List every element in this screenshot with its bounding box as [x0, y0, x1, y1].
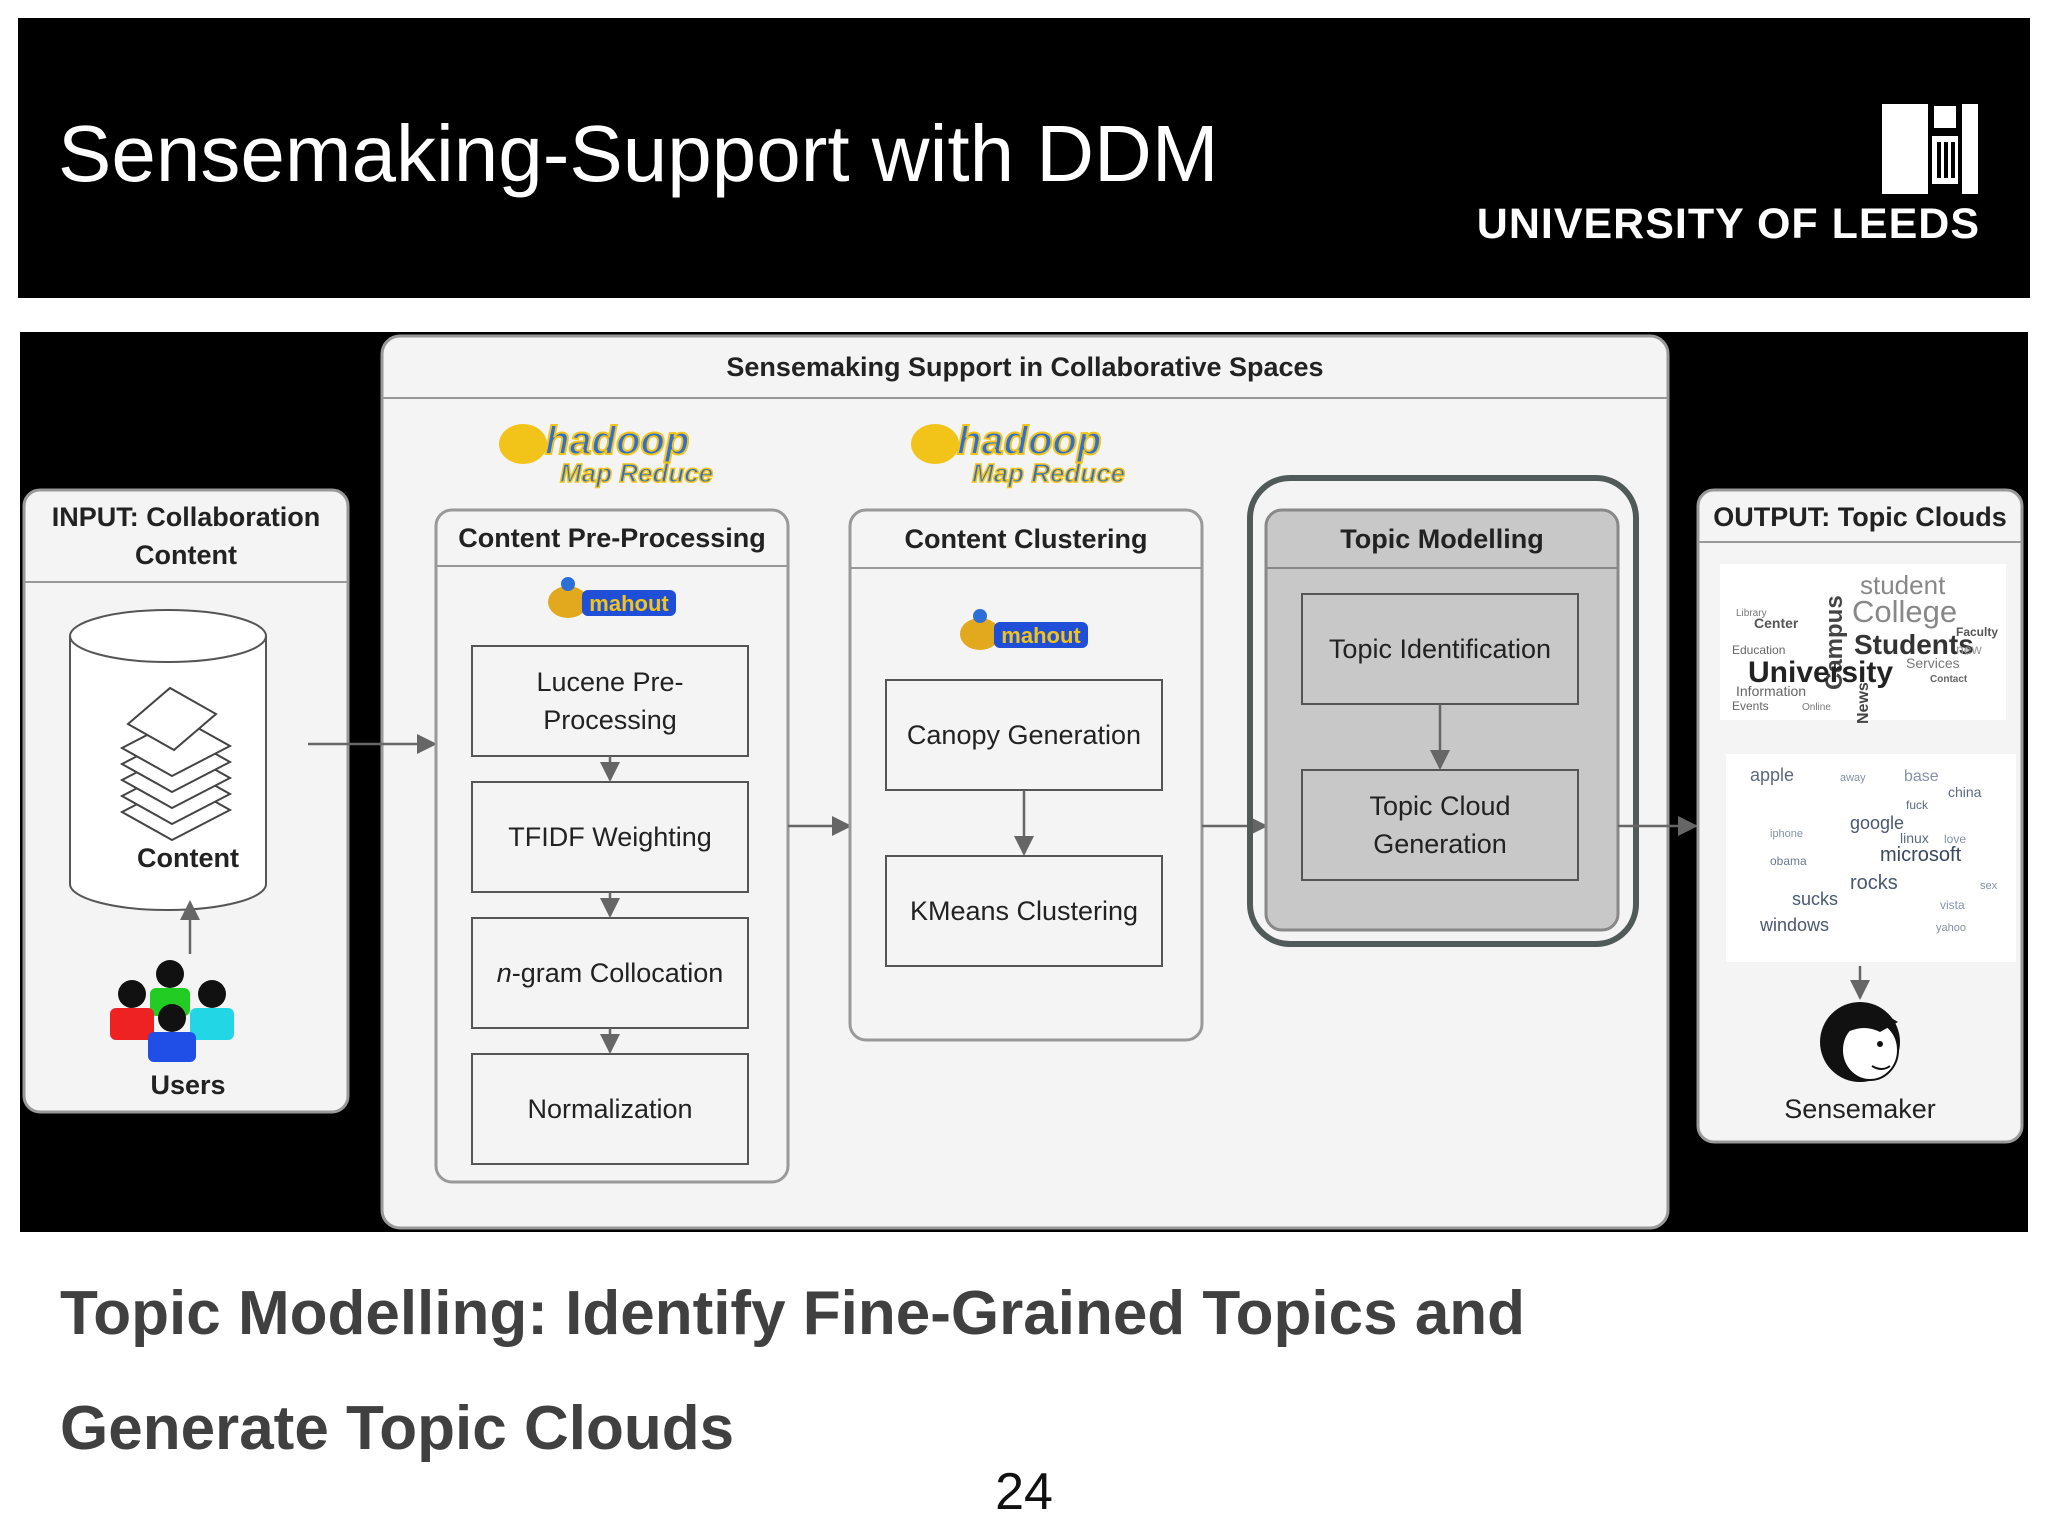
sensemaking-panel-title: Sensemaking Support in Collaborative Spa…	[726, 352, 1323, 382]
mahout-elephant-icon	[548, 586, 588, 618]
lucene-preprocessing-label-line2: Processing	[543, 705, 677, 735]
sensemaker-icon	[1820, 1002, 1900, 1082]
cloud-word: obama	[1770, 854, 1807, 868]
tfidf-weighting-label: TFIDF Weighting	[508, 822, 712, 852]
hadoop-elephant-icon	[499, 424, 547, 464]
topic-modelling-panel-title: Topic Modelling	[1340, 524, 1543, 554]
university-tower-icon	[1882, 96, 1978, 194]
clustering-panel: Content Clustering mahout Canopy Generat…	[848, 508, 1204, 1042]
hadoop-elephant-icon	[911, 424, 959, 464]
topic-cloud-generation-step: Topic Cloud Generation	[1301, 769, 1579, 881]
cloud-word: vista	[1940, 898, 1965, 912]
cloud-word: yahoo	[1936, 922, 1966, 934]
slide-title: Sensemaking-Support with DDM	[58, 109, 1219, 198]
cloud-word: fuck	[1906, 798, 1929, 812]
kmeans-clustering-label: KMeans Clustering	[910, 896, 1138, 926]
cloud-word: google	[1850, 813, 1904, 833]
ngram-collocation-step: n-gram Collocation	[471, 917, 749, 1029]
ngram-collocation-label: n-gram Collocation	[497, 958, 724, 988]
cloud-word: Library	[1736, 608, 1767, 619]
cloud-word: Information	[1736, 683, 1806, 699]
cloud-word: china	[1948, 784, 1982, 800]
university-logo: UNIVERSITY OF LEEDS	[1450, 96, 1980, 256]
university-name: UNIVERSITY OF LEEDS	[1476, 200, 1980, 248]
caption-line-1: Topic Modelling: Identify Fine-Grained T…	[60, 1279, 1526, 1348]
mahout-logo-text: mahout	[1001, 623, 1081, 648]
cloud-word: linux	[1900, 830, 1929, 846]
documents-icon	[119, 686, 233, 842]
cloud-word: Events	[1732, 699, 1769, 713]
canopy-generation-label: Canopy Generation	[907, 720, 1141, 750]
clustering-panel-title: Content Clustering	[905, 524, 1148, 554]
cloud-word: Campus	[1821, 595, 1848, 690]
topic-cloud-generation-label-line1: Topic Cloud	[1369, 791, 1510, 821]
canopy-generation-step: Canopy Generation	[885, 679, 1163, 791]
preprocessing-panel-title: Content Pre-Processing	[458, 523, 766, 553]
cloud-word: new	[1956, 641, 1983, 657]
hadoop-logo-subtext: Map Reduce	[972, 458, 1125, 488]
slide-caption: Topic Modelling: Identify Fine-Grained T…	[60, 1256, 1860, 1486]
slide-header	[18, 18, 2030, 298]
output-panel: OUTPUT: Topic Clouds student College Cam…	[1696, 488, 2024, 1144]
cloud-word: Online	[1802, 702, 1831, 713]
cloud-word: Center	[1754, 615, 1799, 631]
cloud-word: microsoft	[1880, 844, 1962, 866]
hadoop-logo-text: hadoop	[957, 419, 1101, 463]
topic-cloud-generation-label-line2: Generation	[1373, 829, 1507, 859]
cloud-word: base	[1904, 768, 1939, 785]
mahout-logo-text: mahout	[589, 591, 669, 616]
caption-line-2: Generate Topic Clouds	[60, 1394, 735, 1463]
input-panel-title-line1: INPUT: Collaboration	[52, 502, 321, 532]
preprocessing-panel: Content Pre-Processing mahout Lucene Pre…	[434, 508, 790, 1184]
hadoop-logo: hadoop Map Reduce	[911, 418, 1126, 489]
cloud-word: student	[1860, 570, 1946, 600]
database-label: Content	[137, 843, 239, 873]
normalization-step: Normalization	[471, 1053, 749, 1165]
cloud-word: Faculty	[1956, 625, 1998, 639]
cloud-word: apple	[1750, 765, 1794, 785]
output-panel-title: OUTPUT: Topic Clouds	[1713, 502, 2006, 532]
hadoop-logo-subtext: Map Reduce	[560, 458, 713, 488]
input-panel-title-line2: Content	[135, 540, 237, 570]
cloud-word: windows	[1759, 915, 1829, 935]
users-label: Users	[150, 1070, 225, 1100]
hadoop-logo: hadoop Map Reduce	[499, 418, 714, 489]
cloud-word: iphone	[1770, 828, 1803, 840]
pipeline-diagram: Sensemaking Support in Collaborative Spa…	[20, 332, 2028, 1232]
tfidf-weighting-step: TFIDF Weighting	[471, 781, 749, 893]
cloud-word: sex	[1980, 880, 1998, 892]
mahout-logo: mahout	[960, 609, 1088, 650]
topic-cloud-university: student College Campus Students Universi…	[1720, 564, 2006, 724]
diagram-canvas: Sensemaking Support in Collaborative Spa…	[22, 334, 2024, 1230]
cloud-word: Students	[1854, 629, 1974, 660]
mahout-elephant-icon	[960, 618, 1000, 650]
cloud-word: Education	[1732, 643, 1785, 657]
cloud-word: sucks	[1792, 889, 1838, 909]
lucene-preprocessing-step: Lucene Pre- Processing	[471, 645, 749, 757]
cloud-word: love	[1944, 832, 1966, 846]
topic-identification-step: Topic Identification	[1301, 593, 1579, 705]
sensemaker-label: Sensemaker	[1784, 1094, 1936, 1124]
lucene-preprocessing-label-line1: Lucene Pre-	[536, 667, 683, 697]
topic-identification-label: Topic Identification	[1329, 634, 1551, 664]
cloud-word: Contact	[1930, 674, 1968, 685]
users-icon	[110, 960, 234, 1062]
cloud-word: College	[1852, 594, 1957, 629]
kmeans-clustering-step: KMeans Clustering	[885, 855, 1163, 967]
cloud-word: rocks	[1850, 872, 1898, 894]
input-panel: INPUT: Collaboration Content Content	[22, 488, 350, 1114]
cloud-word: Services	[1906, 655, 1960, 671]
page-number: 24	[995, 1463, 1053, 1521]
normalization-label: Normalization	[527, 1094, 692, 1124]
mahout-logo: mahout	[548, 577, 676, 618]
cloud-word: News	[1855, 682, 1872, 724]
cloud-word: away	[1840, 772, 1866, 784]
hadoop-logo-text: hadoop	[545, 419, 689, 463]
cloud-word: University	[1748, 656, 1893, 689]
topic-cloud-technology: apple away base china fuck google iphone…	[1726, 754, 2016, 962]
topic-modelling-panel: Topic Modelling Topic Identification Top…	[1247, 475, 1639, 947]
